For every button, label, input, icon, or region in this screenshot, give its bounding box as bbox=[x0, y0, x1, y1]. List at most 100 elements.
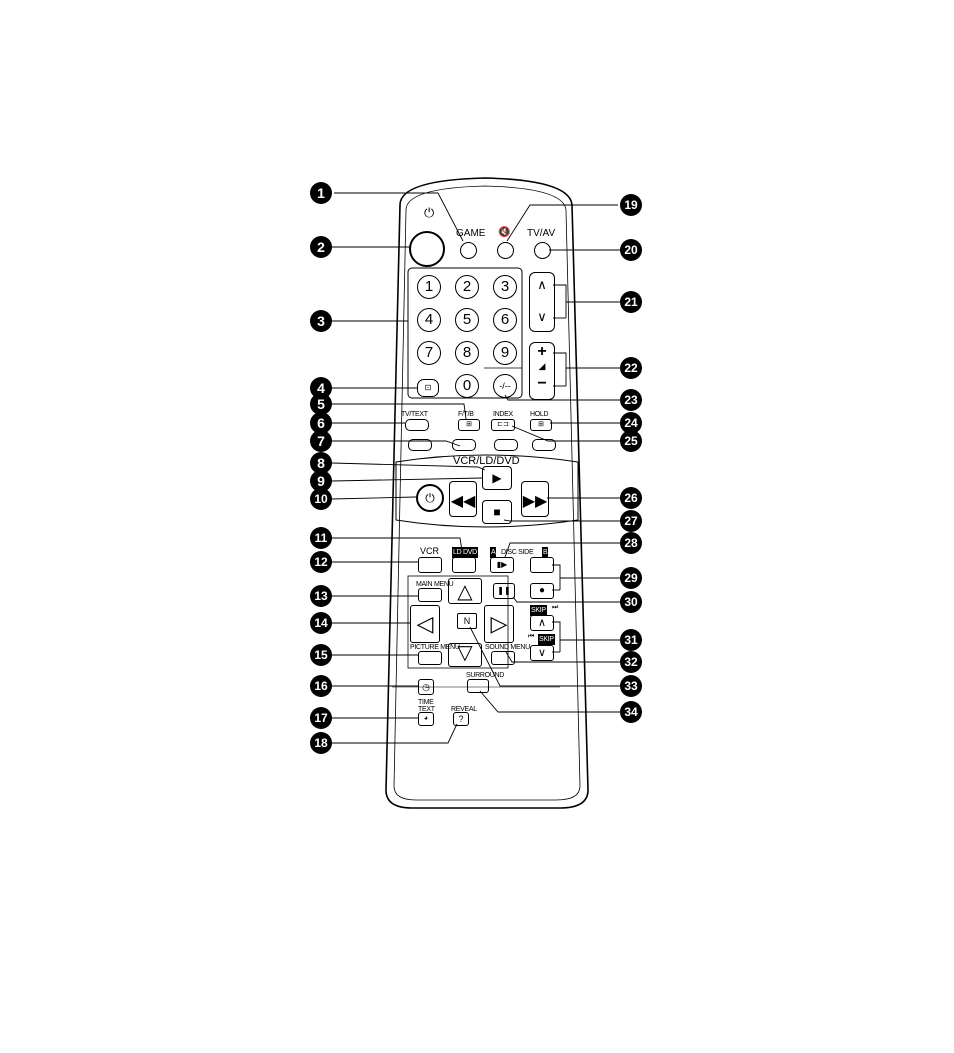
tv-text-button[interactable] bbox=[405, 419, 429, 431]
callout-23: 23 bbox=[620, 389, 642, 411]
timer-button[interactable]: ◷ bbox=[418, 679, 434, 695]
callout-3: 3 bbox=[310, 310, 332, 332]
ld-dvd-label: LD DVD bbox=[452, 547, 478, 558]
time-text-button[interactable]: ◕ bbox=[418, 712, 434, 726]
power-button[interactable] bbox=[409, 231, 445, 267]
plus-icon[interactable]: + bbox=[537, 343, 547, 360]
callout-12: 12 bbox=[310, 551, 332, 573]
skip-down-button[interactable]: ∨ bbox=[530, 645, 554, 661]
volume-icon: ◢ bbox=[538, 361, 546, 371]
vcr-ld-dvd-label: VCR/LD/DVD bbox=[453, 455, 520, 467]
dpad-right-button[interactable]: ▷ bbox=[484, 605, 514, 643]
key-9[interactable]: 9 bbox=[493, 341, 517, 365]
key-6[interactable]: 6 bbox=[493, 308, 517, 332]
screen-info-button[interactable]: ⊡ bbox=[417, 379, 439, 397]
key-5[interactable]: 5 bbox=[455, 308, 479, 332]
key-4[interactable]: 4 bbox=[417, 308, 441, 332]
callout-31: 31 bbox=[620, 629, 642, 651]
callout-16: 16 bbox=[310, 675, 332, 697]
time-label: TIME bbox=[418, 699, 434, 706]
skip-up-button[interactable]: ∧ bbox=[530, 615, 554, 631]
callout-20: 20 bbox=[620, 239, 642, 261]
game-button[interactable] bbox=[460, 242, 477, 259]
callout-29: 29 bbox=[620, 567, 642, 589]
callout-34: 34 bbox=[620, 701, 642, 723]
picture-menu-button[interactable] bbox=[418, 651, 442, 665]
callout-25: 25 bbox=[620, 430, 642, 452]
play-button[interactable]: ▶ bbox=[482, 466, 512, 490]
skip-forward-label: SKIP bbox=[530, 605, 547, 616]
rewind-button[interactable]: ◀◀ bbox=[449, 481, 477, 517]
callout-32: 32 bbox=[620, 651, 642, 673]
chevron-down-icon[interactable]: ∨ bbox=[537, 309, 547, 324]
skip-back-icon: ⏮ bbox=[528, 633, 535, 640]
color-button-blue[interactable] bbox=[532, 439, 556, 451]
key-0[interactable]: 0 bbox=[455, 374, 479, 398]
callout-21: 21 bbox=[620, 291, 642, 313]
volume-rocker[interactable]: + ◢ − bbox=[529, 342, 555, 400]
callout-8: 8 bbox=[310, 452, 332, 474]
key-2[interactable]: 2 bbox=[455, 275, 479, 299]
chevron-up-icon[interactable]: ∧ bbox=[537, 277, 547, 292]
callout-13: 13 bbox=[310, 585, 332, 607]
color-button-yellow[interactable] bbox=[494, 439, 518, 451]
n-button[interactable]: N bbox=[457, 613, 477, 629]
hold-button[interactable]: ⊞ bbox=[530, 419, 552, 431]
text-label: TEXT bbox=[418, 706, 435, 713]
index-label: INDEX bbox=[493, 411, 513, 418]
callout-15: 15 bbox=[310, 644, 332, 666]
callout-33: 33 bbox=[620, 675, 642, 697]
color-button-green[interactable] bbox=[452, 439, 476, 451]
key-1[interactable]: 1 bbox=[417, 275, 441, 299]
channel-rocker[interactable]: ∧ ∨ bbox=[529, 272, 555, 332]
callout-5: 5 bbox=[310, 393, 332, 415]
surround-button[interactable] bbox=[467, 679, 489, 693]
stop-button[interactable]: ■ bbox=[482, 500, 512, 524]
power-symbol: ⏻ bbox=[424, 205, 435, 220]
key-3[interactable]: 3 bbox=[493, 275, 517, 299]
main-menu-button[interactable] bbox=[418, 588, 442, 602]
callout-10: 10 bbox=[310, 488, 332, 510]
disc-side-b-button[interactable] bbox=[530, 557, 554, 573]
callout-18: 18 bbox=[310, 732, 332, 754]
game-label: GAME bbox=[456, 228, 486, 239]
tv-av-button[interactable] bbox=[534, 242, 551, 259]
dpad-up-button[interactable]: △ bbox=[448, 578, 482, 604]
callout-6: 6 bbox=[310, 412, 332, 434]
pause-button[interactable]: ❚❚ bbox=[493, 583, 515, 599]
callout-7: 7 bbox=[310, 430, 332, 452]
callout-2: 2 bbox=[310, 236, 332, 258]
reveal-button[interactable]: ? bbox=[453, 712, 469, 726]
callout-19: 19 bbox=[620, 194, 642, 216]
minus-icon[interactable]: − bbox=[537, 375, 547, 392]
key-7[interactable]: 7 bbox=[417, 341, 441, 365]
tv-av-label: TV/AV bbox=[527, 228, 556, 239]
callout-22: 22 bbox=[620, 357, 642, 379]
main-menu-label: MAIN MENU bbox=[416, 581, 454, 588]
disc-a-label: A bbox=[490, 547, 497, 558]
callout-24: 24 bbox=[620, 412, 642, 434]
vcr-label: VCR bbox=[420, 546, 440, 556]
sound-menu-button[interactable] bbox=[491, 651, 515, 665]
vcr-power-button[interactable]: ⏻ bbox=[416, 484, 444, 512]
key-dash[interactable]: -/-- bbox=[493, 374, 517, 398]
picture-menu-label: PICTURE MENU bbox=[410, 644, 460, 651]
ld-dvd-button[interactable] bbox=[452, 557, 476, 573]
callout-26: 26 bbox=[620, 487, 642, 509]
record-button[interactable]: ● bbox=[530, 583, 554, 599]
skip-forward-icon: ⏭ bbox=[552, 604, 559, 611]
key-8[interactable]: 8 bbox=[455, 341, 479, 365]
callout-30: 30 bbox=[620, 591, 642, 613]
color-button-red[interactable] bbox=[408, 439, 432, 451]
fast-forward-button[interactable]: ▶▶ bbox=[521, 481, 549, 517]
disc-side-a-button[interactable]: ▮▶ bbox=[490, 557, 514, 573]
mute-icon: 🔇 bbox=[498, 227, 511, 238]
dpad-left-button[interactable]: ◁ bbox=[410, 605, 440, 643]
vcr-button[interactable] bbox=[418, 557, 442, 573]
ftb-button[interactable]: ⊞ bbox=[458, 419, 480, 431]
callout-17: 17 bbox=[310, 707, 332, 729]
mute-button[interactable] bbox=[497, 242, 514, 259]
index-button[interactable]: ⊏⊐ bbox=[491, 419, 515, 431]
hold-label: HOLD bbox=[530, 411, 549, 418]
